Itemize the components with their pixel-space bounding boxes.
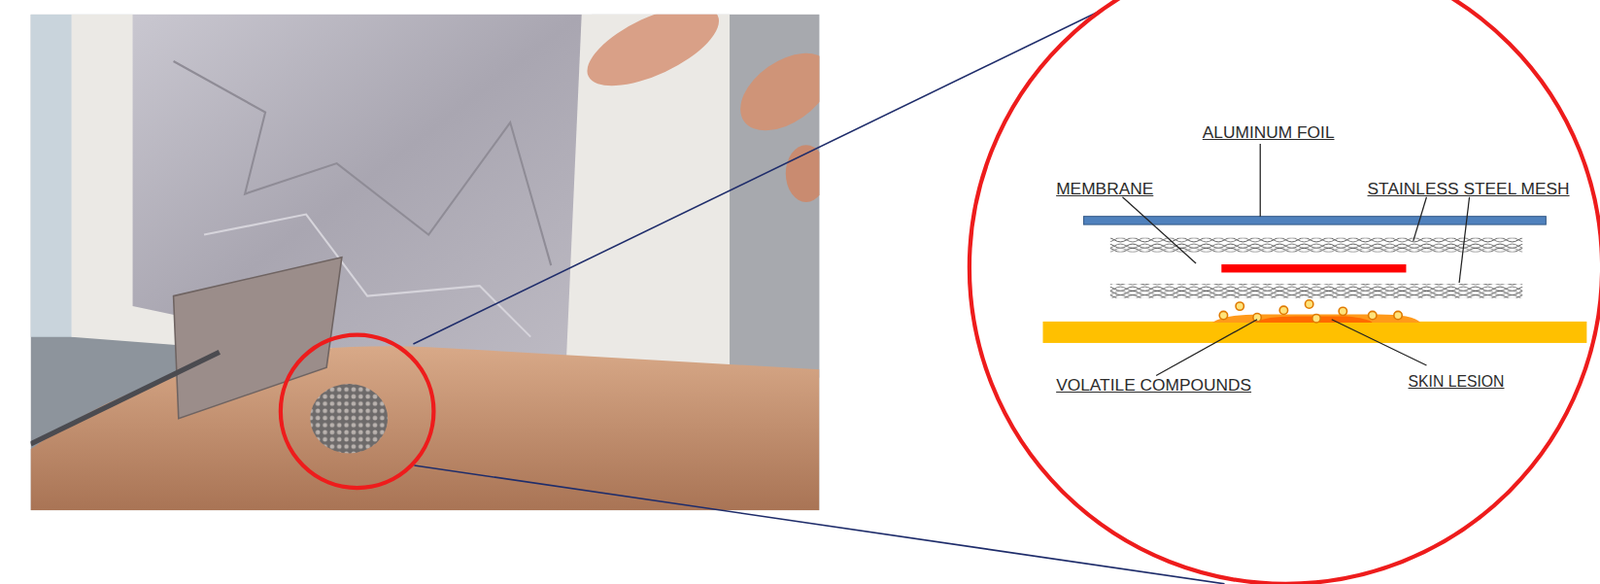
leader-line (1122, 197, 1196, 264)
leader-line (1459, 197, 1470, 283)
leader-lines (1122, 143, 1469, 375)
zoom-circle (280, 335, 435, 489)
forceps (31, 351, 220, 444)
part-label: SKIN LESION (1408, 374, 1505, 390)
membrane-layer (1221, 264, 1406, 273)
zoom-detail-circle (969, 0, 1600, 584)
volatile-molecule (1338, 306, 1347, 315)
mesh-patch (309, 383, 388, 453)
metal-plate (173, 257, 342, 419)
leader-line (1331, 319, 1428, 366)
volatile-molecule (1368, 310, 1377, 319)
leader-line (1259, 143, 1261, 217)
volatile-molecule (1279, 306, 1288, 314)
part-label: STAINLESS STEEL MESH (1367, 180, 1570, 198)
volatile-molecule (1219, 310, 1227, 319)
foil-crumple (173, 61, 552, 266)
steel-mesh-layer (1110, 238, 1523, 253)
photo-background (31, 14, 820, 511)
skin-layer (1043, 321, 1588, 343)
arm-skin (31, 345, 820, 511)
finger (726, 37, 820, 147)
volatile-molecule (1235, 302, 1244, 310)
volatile-molecule (1304, 300, 1313, 308)
steel-mesh-layer (1110, 283, 1523, 299)
part-label: ALUMINUM FOIL (1202, 124, 1335, 141)
volatile-molecule (1394, 310, 1402, 319)
leader-line (1413, 197, 1428, 241)
leader-line (1156, 319, 1258, 376)
volatile-molecule (1312, 314, 1321, 323)
volatile-molecule (1253, 312, 1261, 321)
skin-lesion (1212, 314, 1421, 323)
part-label: VOLATILE COMPOUNDS (1055, 376, 1252, 394)
finger (785, 144, 820, 203)
finger (576, 14, 730, 103)
aluminum-foil-layer (1084, 216, 1547, 225)
volatile-compounds (1219, 300, 1402, 323)
photo (31, 14, 820, 511)
part-label: MEMBRANE (1055, 180, 1154, 198)
